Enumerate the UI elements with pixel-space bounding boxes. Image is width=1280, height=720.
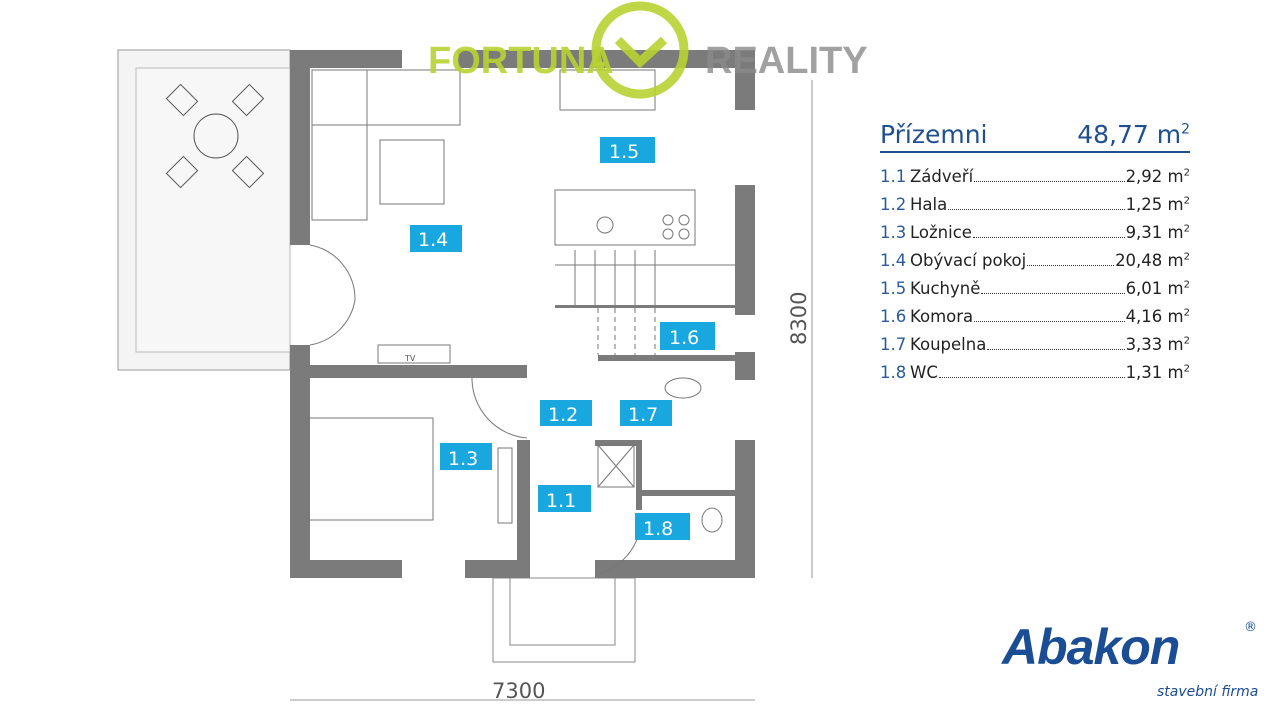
room-number: 1.6 bbox=[880, 307, 907, 326]
room-name: Kuchyně bbox=[910, 279, 981, 298]
room-label-1-5: 1.5 bbox=[609, 141, 639, 163]
room-labels: 1.5 1.4 1.6 1.2 1.7 1.3 1.1 1.8 bbox=[410, 137, 715, 540]
room-name: Obývací pokoj bbox=[910, 251, 1027, 270]
walls bbox=[290, 50, 755, 578]
leader-dots bbox=[948, 209, 1125, 210]
room-area: 4,16 m2 bbox=[1125, 307, 1190, 326]
room-name: Komora bbox=[910, 307, 974, 326]
room-area: 1,25 m2 bbox=[1125, 195, 1190, 214]
room-name: Ložnice bbox=[910, 223, 972, 242]
leader-dots bbox=[981, 293, 1125, 294]
room-label-1-6: 1.6 bbox=[669, 327, 699, 349]
shower bbox=[597, 444, 635, 488]
room-number: 1.5 bbox=[880, 279, 907, 298]
room-label-1-8: 1.8 bbox=[643, 518, 673, 540]
room-label-1-7: 1.7 bbox=[628, 404, 658, 426]
room-name: Koupelna bbox=[910, 335, 987, 354]
abakon-logo: Abakon ® stavební firma bbox=[1002, 618, 1258, 700]
fortuna-logo-icon bbox=[591, 1, 689, 99]
leader-dots bbox=[972, 237, 1125, 238]
kitchen-counter bbox=[554, 189, 696, 246]
room-label-1-2: 1.2 bbox=[548, 404, 578, 426]
room-name: Zádveří bbox=[910, 167, 974, 186]
room-area: 20,48 m2 bbox=[1115, 251, 1190, 270]
sink bbox=[664, 377, 702, 399]
furniture bbox=[307, 69, 735, 576]
legend-title: Přízemni bbox=[880, 120, 988, 149]
room-name: Hala bbox=[910, 195, 948, 214]
bed bbox=[307, 417, 434, 521]
terrace-table bbox=[165, 83, 265, 189]
width-dimension: 7300 bbox=[492, 679, 545, 703]
room-label-1-1: 1.1 bbox=[546, 490, 576, 512]
leader-dots bbox=[1027, 265, 1115, 266]
room-area: 9,31 m2 bbox=[1125, 223, 1190, 242]
room-number: 1.8 bbox=[880, 363, 907, 382]
dimensions bbox=[290, 80, 813, 701]
coffee-table bbox=[379, 139, 445, 205]
watermark-reality: REALITY bbox=[705, 40, 868, 82]
brand-name: Abakon bbox=[1002, 619, 1180, 675]
room-area: 1,31 m2 bbox=[1125, 363, 1190, 382]
room-area: 3,33 m2 bbox=[1125, 335, 1190, 354]
room-area: 2,92 m2 bbox=[1125, 167, 1190, 186]
room-name: WC bbox=[910, 363, 938, 382]
toilet bbox=[701, 507, 723, 533]
bedroom-tv bbox=[497, 447, 513, 524]
terrace bbox=[117, 49, 291, 371]
height-dimension: 8300 bbox=[787, 292, 811, 345]
brand-tagline: stavební firma bbox=[1157, 684, 1259, 700]
leader-dots bbox=[974, 321, 1125, 322]
room-number: 1.7 bbox=[880, 335, 907, 354]
legend-total: 48,77 m2 bbox=[1077, 120, 1190, 149]
entrance-porch bbox=[492, 577, 636, 663]
legend-header: Přízemni 48,77 m2 bbox=[880, 120, 1190, 153]
room-number: 1.3 bbox=[880, 223, 907, 242]
registered-mark: ® bbox=[1244, 620, 1257, 635]
room-number: 1.1 bbox=[880, 167, 907, 186]
tv-label: TV bbox=[404, 354, 416, 363]
leader-dots bbox=[974, 181, 1125, 182]
leader-dots bbox=[987, 349, 1125, 350]
tv-stand bbox=[377, 344, 451, 364]
room-number: 1.4 bbox=[880, 251, 907, 270]
room-area: 6,01 m2 bbox=[1125, 279, 1190, 298]
leader-dots bbox=[938, 377, 1125, 378]
room-number: 1.2 bbox=[880, 195, 907, 214]
watermark-fortuna: FORTUNA bbox=[428, 40, 614, 82]
room-label-1-3: 1.3 bbox=[448, 448, 478, 470]
room-label-1-4: 1.4 bbox=[418, 229, 448, 251]
